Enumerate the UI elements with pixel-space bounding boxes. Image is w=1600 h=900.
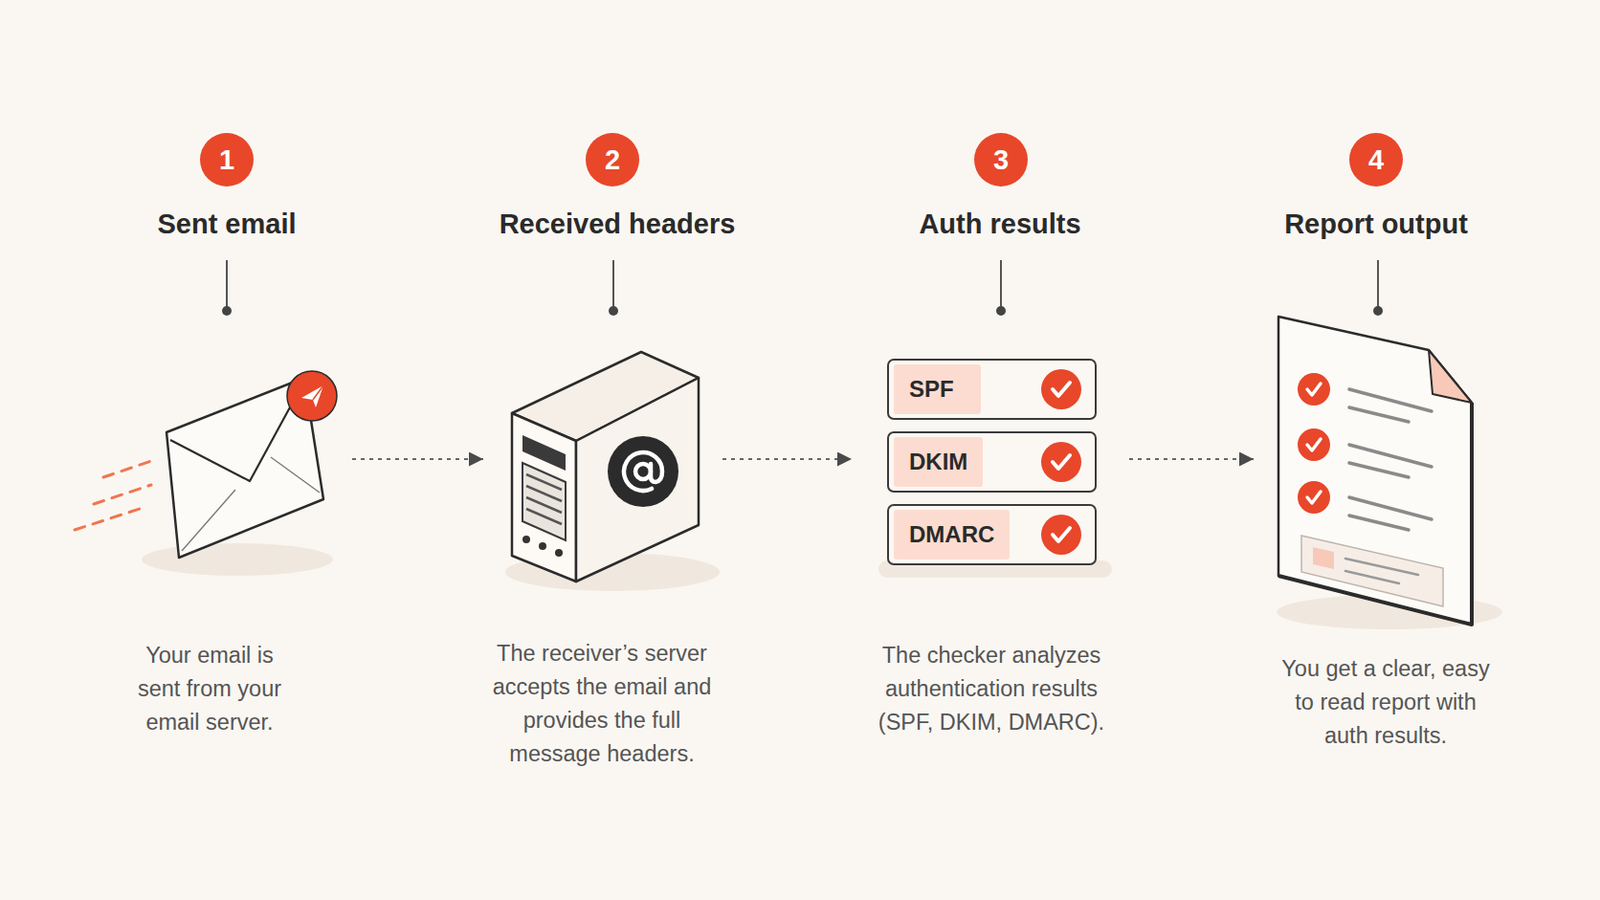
at-ring [635, 464, 651, 480]
step-number-circle: 2 [585, 133, 640, 187]
server-side [576, 377, 699, 582]
report-icon [1278, 316, 1472, 625]
check-circle [1297, 373, 1331, 406]
text-line [1349, 515, 1409, 531]
step-heading: Received headers [377, 206, 857, 242]
check-mark [1052, 528, 1070, 542]
paper-plane [301, 385, 324, 408]
leader-dot [222, 306, 232, 316]
step-number: 1 [219, 146, 235, 175]
step-number: 4 [1368, 146, 1384, 175]
leader-line [612, 260, 615, 311]
step-column: Auth resultsThe checker analyzes authent… [851, 196, 1130, 771]
auth-check-row: DMARC [887, 504, 1097, 566]
text-line [1349, 463, 1409, 478]
text-line [1345, 571, 1400, 584]
check-mark [1052, 382, 1070, 397]
flow-arrow [1129, 458, 1254, 461]
at-badge [607, 436, 679, 508]
envelope-flap [170, 384, 303, 482]
at-tail [623, 452, 663, 491]
step-column: Received headersThe receiver’s server ac… [483, 196, 723, 771]
auth-label: SPF [893, 364, 981, 415]
speed-line [103, 461, 152, 478]
step-heading: Sent email [0, 206, 467, 242]
leader-line [1000, 260, 1002, 311]
server-light [538, 542, 547, 551]
check-mark [1052, 455, 1070, 469]
send-badge [287, 371, 337, 422]
text-line [1349, 444, 1432, 467]
auth-check-row: SPF [887, 358, 1097, 421]
text-line [1349, 407, 1409, 423]
step-description: The receiver’s server accepts the email … [482, 637, 722, 772]
check-mark [1307, 439, 1321, 451]
step-number: 2 [604, 146, 621, 175]
server-front [511, 413, 577, 582]
auth-check-row: DKIM [887, 431, 1097, 493]
check-circle [1297, 428, 1331, 462]
card-swatch [1312, 547, 1334, 570]
step-heading: Report output [1136, 206, 1600, 242]
step-description: You get a clear, easy to read report wit… [1270, 652, 1501, 754]
report-page [1278, 316, 1472, 625]
check-circle [1041, 514, 1082, 556]
step-heading: Auth results [760, 206, 1240, 242]
flow-arrow [352, 458, 484, 461]
server-icon [511, 352, 699, 582]
leader-line [225, 260, 228, 311]
page-fold [1428, 350, 1472, 403]
vent-line [526, 509, 562, 525]
leader-line [1377, 260, 1379, 311]
shadow [141, 543, 334, 577]
auth-label: DMARC [893, 510, 1010, 560]
text-line [1349, 497, 1432, 520]
check-circle [1041, 369, 1082, 410]
check-circle [1041, 442, 1082, 483]
step-description: Your email is sent from your email serve… [126, 639, 294, 740]
speed-line [93, 485, 152, 505]
leader-dot [1373, 306, 1383, 316]
check-mark [1307, 491, 1321, 504]
paper-plane-fold [312, 385, 324, 400]
server-light [555, 549, 563, 557]
at-symbol [623, 452, 663, 491]
step-number-circle: 1 [200, 133, 254, 187]
envelope-fold [270, 457, 320, 493]
envelope-fold [181, 489, 236, 552]
step-number: 3 [993, 146, 1009, 175]
leader-dot [996, 306, 1006, 316]
step-column: Report outputYou get a clear, easy to re… [1253, 196, 1499, 771]
check-circle [1297, 481, 1331, 514]
flow-arrow [722, 458, 852, 461]
server-vent [522, 463, 566, 541]
step-number-circle: 3 [974, 133, 1028, 187]
step-number-circle: 4 [1349, 133, 1403, 187]
step-description: The checker analyzes authentication resu… [869, 639, 1114, 740]
leader-dot [608, 306, 619, 316]
auth-label: DKIM [893, 437, 983, 488]
text-line [1349, 389, 1432, 412]
page-edge [1278, 402, 1472, 625]
server-light [522, 535, 531, 544]
check-mark [1307, 383, 1321, 396]
summary-card [1301, 535, 1444, 607]
envelope-icon [74, 371, 337, 558]
step-column: Sent emailYour email is sent from your e… [101, 196, 353, 771]
speed-line [74, 509, 140, 531]
